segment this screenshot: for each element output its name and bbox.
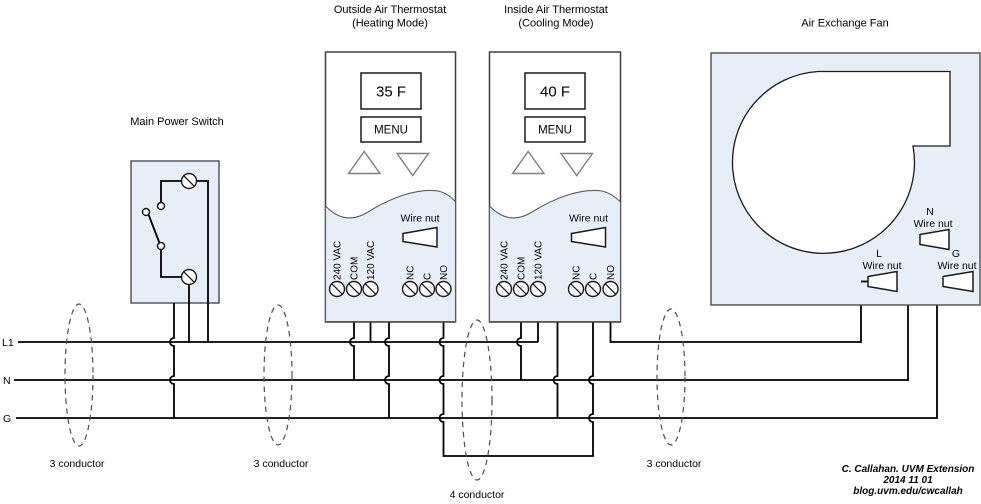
t1-terminal-label: NO <box>439 265 450 280</box>
t2-terminal-label: NO <box>606 265 617 280</box>
thermostat-inside: Inside Air Thermostat (Cooling Mode) 40 … <box>488 4 868 418</box>
t1-terminal-label: COM <box>350 257 361 280</box>
t1-terminal-label: C <box>423 273 434 280</box>
screw-terminal-icon <box>328 280 452 298</box>
t2-terminal-label: NC <box>572 266 583 280</box>
t1-terminal-label: NC <box>406 266 417 280</box>
t1-display-value: 35 F <box>376 84 406 101</box>
cable-ellipse <box>64 303 94 447</box>
t2-down-arrow-icon[interactable] <box>559 152 594 177</box>
t2-menu-button[interactable] <box>524 116 586 143</box>
screw-terminal-icon <box>180 268 198 286</box>
fan-l-line-label: L <box>876 248 882 260</box>
cable-label: 4 conductor <box>450 489 505 501</box>
t2-display <box>524 72 586 110</box>
t2-terminal-label: 240 VAC <box>500 241 511 280</box>
switch-blade-tip-icon <box>141 207 151 217</box>
t1-terminal-label: 120 VAC <box>366 241 377 280</box>
thermostat-outside: Outside Air Thermostat (Heating Mode) 35… <box>324 4 594 457</box>
fan-n-wire-nut-caption: Wire nut <box>913 218 952 230</box>
cable-ellipse <box>461 319 493 481</box>
fan-l-wire-nut-icon <box>867 270 898 293</box>
cable-label: 3 conductor <box>254 458 309 470</box>
switch-ground-wire <box>169 303 175 418</box>
t2-display-value: 40 F <box>540 84 570 101</box>
attribution: C. Callahan. UVM Extension 2014 11 01 bl… <box>842 464 975 497</box>
switch-box <box>130 160 220 304</box>
blower-icon <box>731 70 951 254</box>
t1-ground-nut-wire <box>384 236 403 418</box>
fan-l-wire-nut-caption: Wire nut <box>862 260 901 272</box>
cable-ellipse <box>263 304 293 446</box>
air-exchange-fan: Air Exchange Fan L Wire nut N Wire nut G… <box>710 18 981 306</box>
attribution-url: blog.uvm.edu/cwcallah <box>853 486 962 497</box>
t1-menu-button[interactable] <box>360 116 422 143</box>
fan-n-line-label: N <box>926 206 934 218</box>
fan-g-wire-nut-caption: Wire nut <box>937 260 976 272</box>
t2-wire-nut-caption: Wire nut <box>569 213 608 225</box>
t1-display <box>360 72 422 110</box>
bus-label-n: N <box>3 375 11 387</box>
fan-g-wire-nut-icon <box>942 270 974 293</box>
t1-up-arrow-icon[interactable] <box>347 150 382 175</box>
thermostat-outside-subtitle: (Heating Mode) <box>352 18 428 30</box>
t1-com-wire <box>349 296 355 380</box>
t1-no-to-t2-c-wire <box>438 296 594 457</box>
t2-wire-nut-icon <box>570 226 607 248</box>
t2-terminal-label: COM <box>517 257 528 280</box>
switch-internal-wire-top <box>160 180 182 203</box>
t1-wire-nut-caption: Wire nut <box>400 213 439 225</box>
switch-feed-right <box>196 180 209 342</box>
switch-internal-wire-bottom <box>160 249 182 278</box>
t2-menu-label: MENU <box>538 125 572 137</box>
switch-blade <box>147 214 161 244</box>
t2-terminal-label: C <box>589 273 600 280</box>
cable-label: 3 conductor <box>647 458 702 470</box>
fan-title: Air Exchange Fan <box>801 18 888 30</box>
cable-ellipse <box>656 308 686 446</box>
t2-up-arrow-icon[interactable] <box>511 150 546 175</box>
t1-terminal-label: 240 VAC <box>333 241 344 280</box>
switch-contact-icon <box>156 201 166 211</box>
thermostat-inside-title: Inside Air Thermostat <box>504 4 608 16</box>
main-power-switch-title: Main Power Switch <box>130 116 224 128</box>
t2-terminal-label: 120 VAC <box>534 241 545 280</box>
t2-com-wire <box>516 296 522 380</box>
cable-callouts: 3 conductor 3 conductor 4 conductor 3 co… <box>50 303 702 501</box>
main-power-switch: Main Power Switch <box>130 116 224 418</box>
t1-down-arrow-icon[interactable] <box>395 152 430 177</box>
bus-label-g: G <box>3 413 11 425</box>
t2-ground-nut-wire <box>552 236 572 418</box>
attribution-date: 2014 11 01 <box>882 475 933 486</box>
fan-g-line-label: G <box>952 248 960 260</box>
thermostat-inside-subtitle: (Cooling Mode) <box>518 18 593 30</box>
bus-label-l1: L1 <box>2 337 14 349</box>
screw-terminal-icon <box>495 280 619 298</box>
t1-wire-nut-icon <box>402 226 438 248</box>
cable-label: 3 conductor <box>50 458 105 470</box>
switch-pivot-icon <box>156 241 166 251</box>
t1-menu-label: MENU <box>374 125 408 137</box>
screw-terminal-icon <box>180 172 198 190</box>
fan-n-wire-nut-icon <box>919 228 950 251</box>
attribution-author: C. Callahan. UVM Extension <box>842 464 975 475</box>
thermostat-outside-title: Outside Air Thermostat <box>334 4 446 16</box>
